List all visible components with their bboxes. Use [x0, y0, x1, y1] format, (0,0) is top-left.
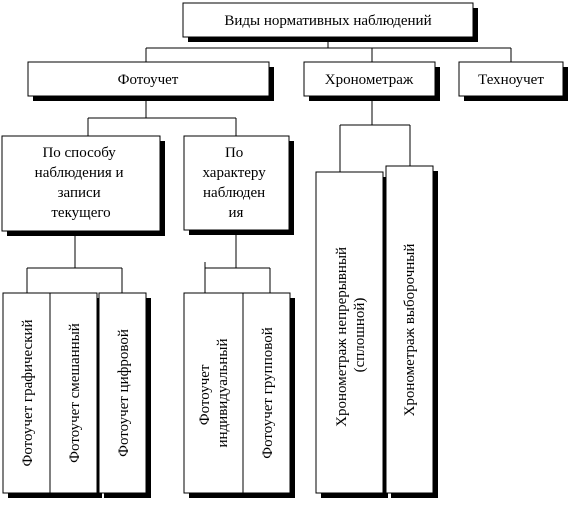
photo-label: Фотоучет	[118, 72, 179, 88]
group-label: Фотоучет групповой	[260, 327, 276, 458]
leaf-group: Фотоучет групповой	[242, 292, 295, 498]
graphic-label: Фотоучет графический	[20, 319, 36, 466]
continuous-label: Хронометраж непрерывный (сплошной)	[334, 243, 368, 427]
node-photo: Фотоучет	[27, 61, 274, 101]
node-techno: Техноучет	[458, 61, 568, 101]
selective-label: Хронометраж выборочный	[402, 244, 418, 417]
node-character: По характеру наблюден ия	[183, 135, 294, 235]
chrono-label: Хронометраж	[325, 72, 414, 88]
node-chrono: Хронометраж	[303, 61, 440, 101]
leaf-individual: Фотоучет индивидуальный	[183, 292, 248, 498]
method-label: По способу наблюдения и записи текущего	[35, 145, 128, 221]
digital-label: Фотоучет цифровой	[116, 329, 132, 457]
node-method: По способу наблюдения и записи текущего	[1, 135, 165, 236]
root-node: Виды нормативных наблюдений	[182, 2, 478, 42]
techno-label: Техноучет	[478, 72, 544, 88]
root-label: Виды нормативных наблюдений	[224, 13, 431, 29]
leaf-mixed: Фотоучет смешанный	[49, 292, 102, 498]
leaf-digital: Фотоучет цифровой	[98, 292, 151, 498]
leaf-selective: Хронометраж выборочный	[385, 165, 438, 498]
individual-label: Фотоучет индивидуальный	[197, 338, 231, 447]
leaf-graphic: Фотоучет графический	[2, 292, 55, 498]
character-label: По характеру наблюден ия	[203, 145, 270, 221]
mixed-label: Фотоучет смешанный	[67, 323, 83, 463]
leaf-continuous: Хронометраж непрерывный (сплошной)	[315, 171, 388, 498]
